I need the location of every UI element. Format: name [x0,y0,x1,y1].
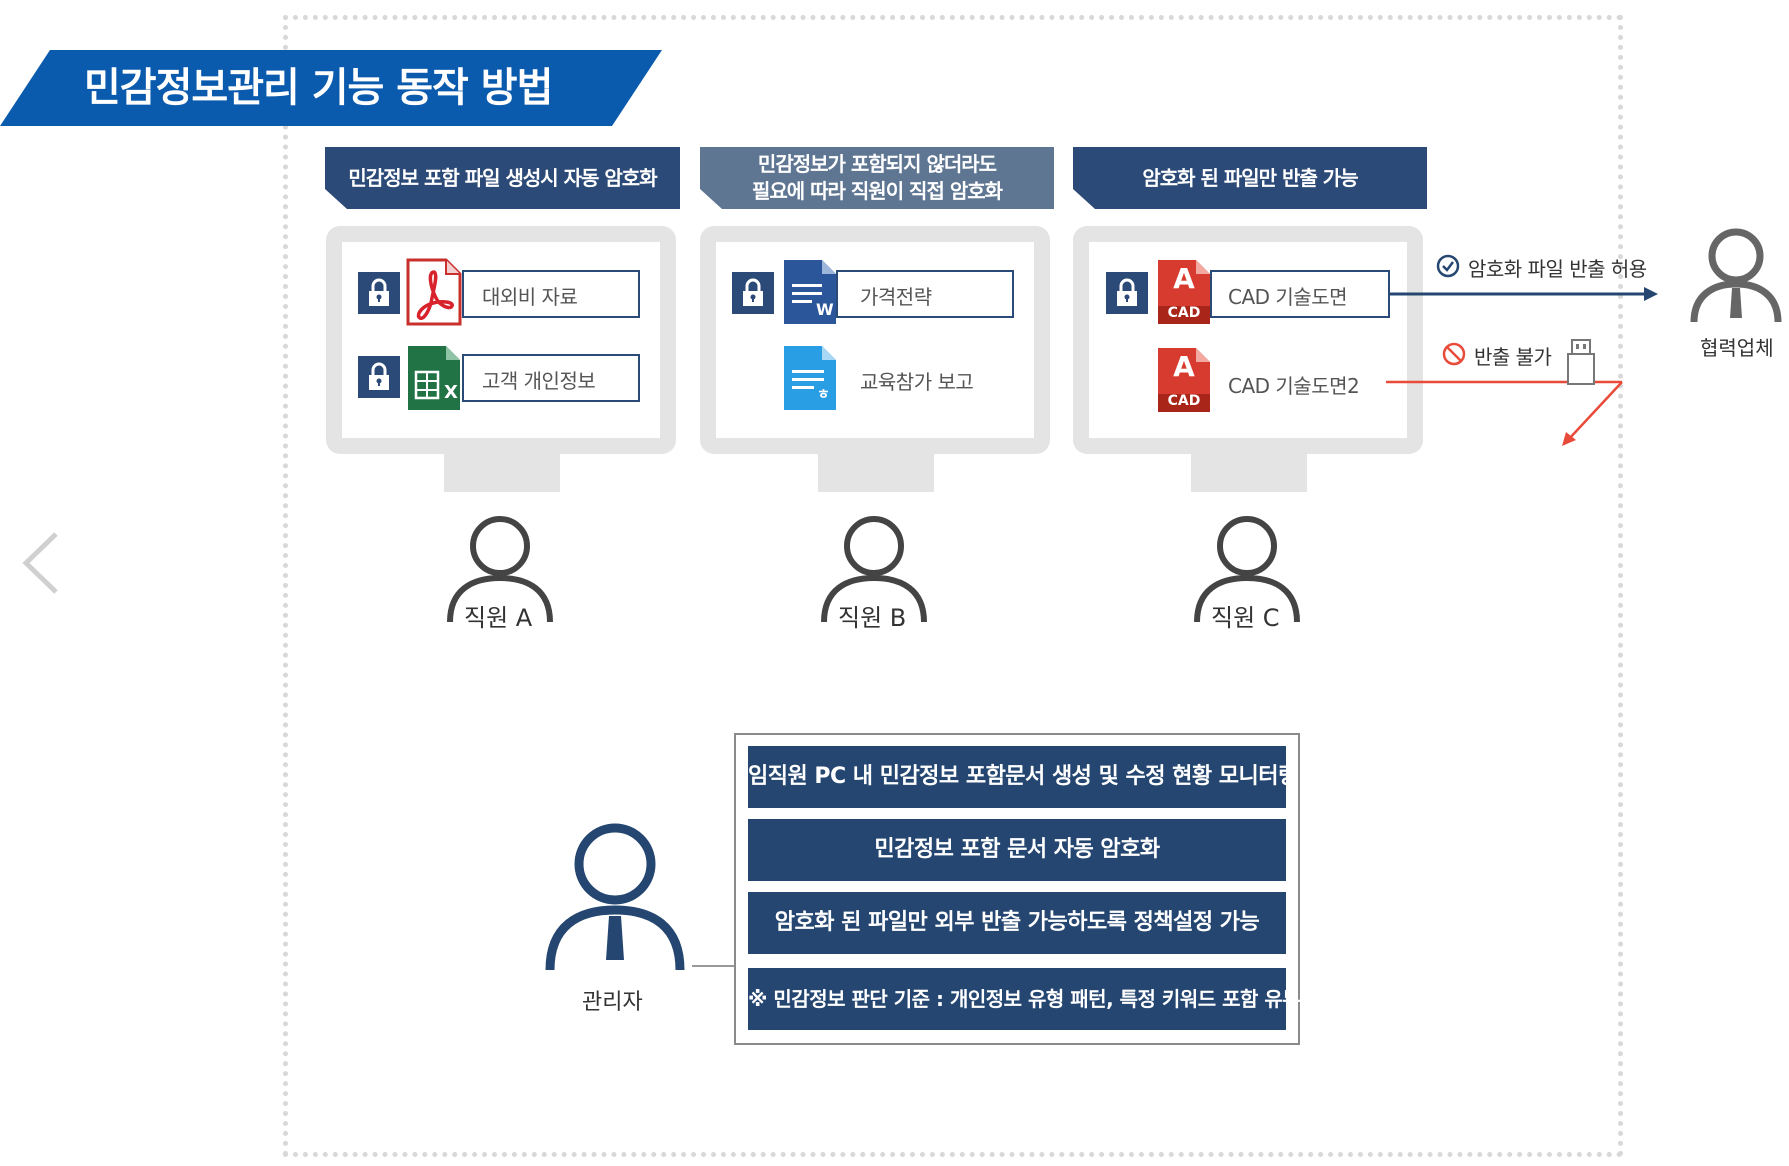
excel-file-icon [408,346,460,410]
lock-icon [358,272,400,314]
employee-a-label: 직원 A [460,598,537,633]
file-label-c2[interactable]: CAD 기술도면2 [1228,374,1360,398]
column-header-b-line2: 필요에 따라 직원이 직접 암호화 [751,179,1003,203]
lock-icon [1106,272,1148,314]
file-box-c1[interactable] [1210,270,1390,318]
file-box-a2[interactable] [462,354,640,402]
column-header-bg-c [1073,147,1427,209]
pdf-file-icon [406,258,462,326]
file-label-b2[interactable]: 교육참가 보고 [860,370,974,394]
lock-icon [358,356,400,398]
column-header-a: 민감정보 포함 파일 생성시 자동 암호화 [348,166,657,190]
monitor-a-stand [444,454,560,492]
excel-tag: X [444,382,458,403]
title-banner [0,50,662,126]
word-tag: W [816,300,834,319]
employee-a-person-icon [447,516,553,623]
partner-person-icon [1690,228,1782,323]
page-title: 민감정보관리 기능 동작 방법 [84,65,553,111]
file-box-b1[interactable] [836,270,1014,318]
cad-file-icon [1158,348,1210,412]
admin-connector [692,965,734,967]
admin-item-policy: 암호화 된 파일만 외부 반출 가능하도록 정책설정 가능 [748,892,1286,954]
column-header-bg-a [325,147,680,209]
file-label-a2: 고객 개인정보 [482,369,596,393]
usb-drive-icon [1567,339,1595,385]
column-header-b: 민감정보가 포함되지 않더라도 필요에 따라 직원이 직접 암호화 [700,151,1054,205]
admin-item-criteria: ※ 민감정보 판단 기준 : 개인정보 유형 패턴, 특정 키워드 포함 유무 [748,968,1301,1030]
monitor-b-stand [818,454,934,492]
chevron-left-icon[interactable] [18,530,64,596]
admin-item-auto-encrypt: 민감정보 포함 문서 자동 암호화 [748,819,1286,881]
hwp-tag: ㅎ [817,387,830,403]
admin-person-icon [545,823,685,971]
export-allowed-label: 암호화 파일 반출 허용 [1468,257,1647,281]
employee-c-label: 직원 C [1207,598,1284,633]
check-circle-icon [1436,254,1460,278]
monitor-a [326,226,676,454]
word-file-icon [784,260,836,324]
prohibited-icon [1442,342,1466,366]
employee-b-label: 직원 B [834,598,911,633]
cad-letter: A [1173,262,1195,295]
column-header-bg-b [700,147,1054,209]
file-label-c1: CAD 기술도면 [1228,285,1348,309]
cad-tag: CAD [1167,305,1201,321]
export-denied-label: 반출 불가 [1474,345,1552,369]
cad-tag-2: CAD [1167,393,1201,409]
monitor-b [700,226,1050,454]
cad-file-icon [1158,260,1210,324]
admin-label: 관리자 [582,990,643,1015]
hwp-file-icon [784,346,836,410]
monitor-c [1073,226,1423,454]
partner-label: 협력업체 [1700,336,1774,360]
employee-b-person-icon [821,516,927,623]
column-header-c: 암호화 된 파일만 반출 가능 [1142,166,1358,190]
cad-letter-2: A [1173,350,1195,383]
file-label-a1: 대외비 자료 [482,285,578,309]
admin-item-monitoring: 임직원 PC 내 민감정보 포함문서 생성 및 수정 현황 모니터링 [748,746,1298,808]
employee-c-person-icon [1194,516,1300,623]
file-box-a1[interactable] [462,270,640,318]
file-label-b1: 가격전략 [860,285,932,309]
lock-icon [732,272,774,314]
monitor-c-stand [1191,454,1307,492]
column-header-b-line1: 민감정보가 포함되지 않더라도 [757,152,997,176]
dotted-frame [283,15,1623,1157]
